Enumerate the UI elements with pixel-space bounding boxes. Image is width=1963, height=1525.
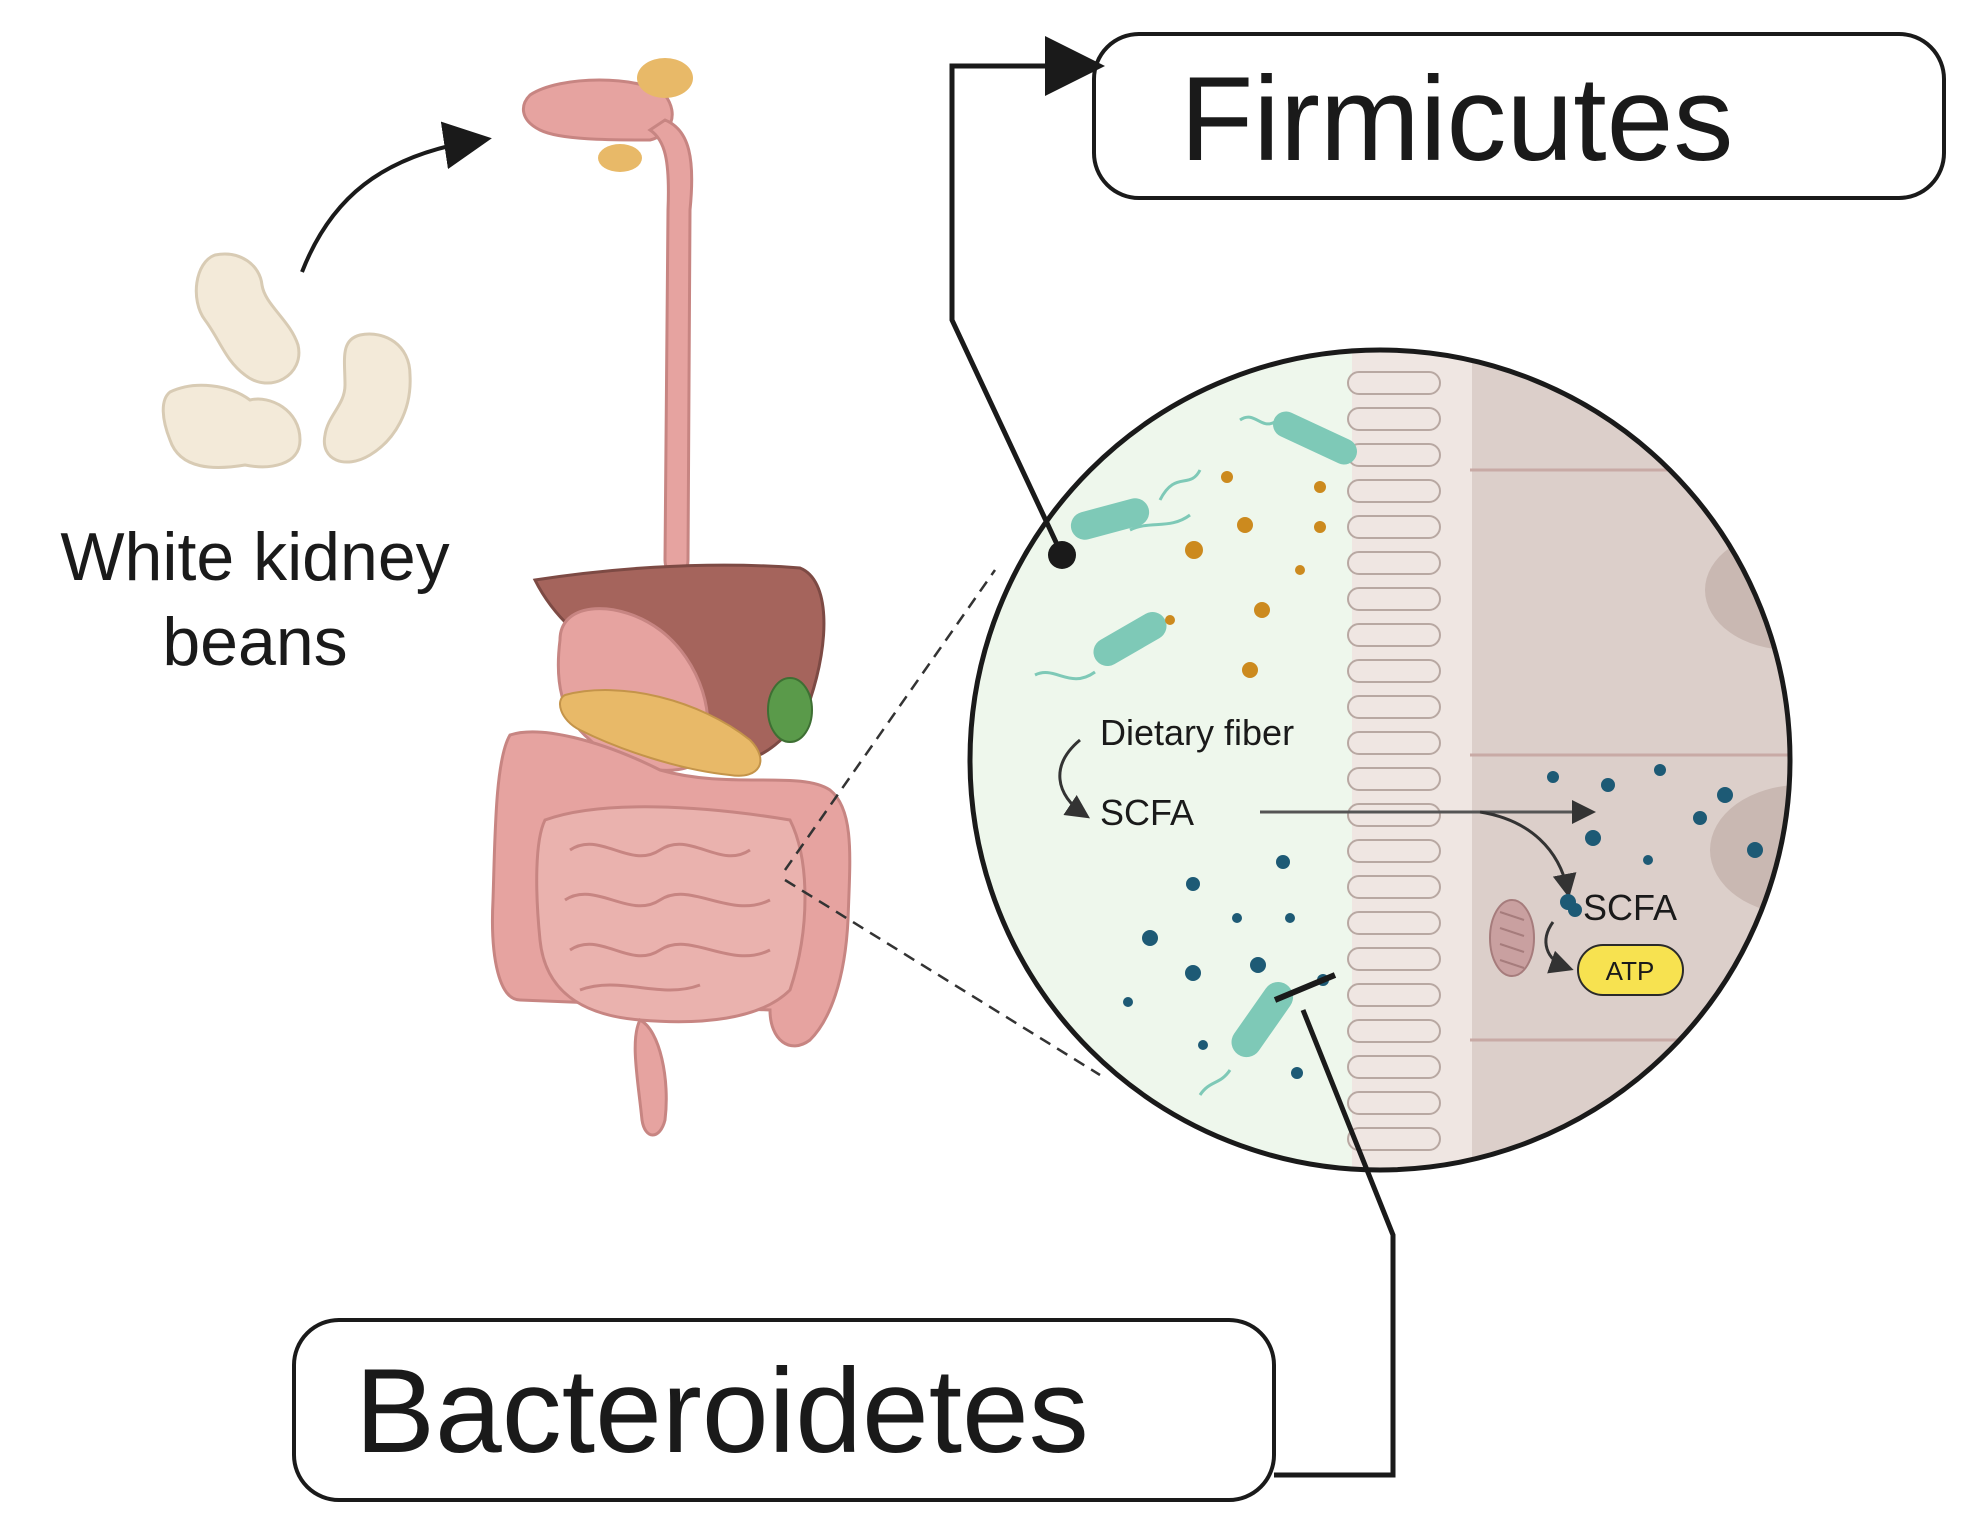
esophagus (647, 118, 694, 577)
bacterium-flagellum (1239, 415, 1276, 426)
scfa-cell-label: SCFA (1583, 887, 1677, 928)
bacterium-flagellum (1158, 469, 1202, 501)
bacterium-rod (1272, 411, 1358, 465)
digestive-system-illustration (491, 58, 852, 1137)
small-intestine-coils (564, 842, 771, 992)
bacteroidetes-label: Bacteroidetes (355, 1344, 1089, 1478)
firmicutes-connector (949, 36, 1105, 557)
bean-2 (161, 383, 302, 469)
beans-label-line2: beans (162, 604, 347, 680)
firmicutes-bacteria (1034, 411, 1358, 681)
bacterium-rod (1093, 612, 1167, 666)
bacterium-rod (1070, 498, 1150, 540)
rectum (633, 1017, 668, 1137)
scfa-to-atp-arrow (1544, 921, 1574, 974)
cell-nucleus-middle (1710, 785, 1790, 915)
bacteroidetes-pointer-bar (1273, 972, 1337, 1003)
beans-label-line1: White kidney (60, 519, 449, 595)
salivary-gland-lower (598, 144, 642, 172)
bean-1 (194, 252, 301, 385)
mitochondrion-icon (1489, 899, 1535, 977)
bacterium-flagellum (1129, 513, 1191, 532)
zoom-line-top (783, 569, 997, 871)
firmicutes-label: Firmicutes (1180, 52, 1733, 186)
bacteroidetes-connector (1274, 1009, 1396, 1478)
microvilli (1347, 371, 1441, 1151)
dietary-fiber-particles (1165, 471, 1326, 678)
bacterium-flagellum (1198, 1069, 1232, 1096)
salivary-gland (637, 58, 693, 98)
beans-to-mouth-arrow (300, 121, 492, 273)
firmicutes-pointer-dot (1048, 541, 1076, 569)
scfa-cell-dot (1560, 894, 1576, 910)
atp-badge (1577, 944, 1684, 996)
scfa-to-cell-arrow (1479, 810, 1577, 898)
gut-lumen-inset: Dietary fiber SCFA SCFA ATP (967, 347, 1793, 1173)
atp-label: ATP (1606, 956, 1655, 986)
bean-3 (322, 332, 412, 464)
bacteroidetes-box (292, 1318, 1276, 1502)
small-intestine (535, 805, 807, 1024)
kidney-beans-illustration (161, 252, 412, 469)
fiber-to-scfa-arrow (1058, 738, 1090, 819)
zoom-line-bottom (784, 878, 1101, 1077)
scfa-particles-lumen (1123, 855, 1329, 1079)
mouth-cavity (521, 78, 674, 142)
pancreas (559, 689, 762, 777)
firmicutes-box (1092, 32, 1946, 200)
bacterium-flagellum (1034, 670, 1096, 681)
gallbladder (767, 677, 813, 743)
scfa-lumen-label: SCFA (1100, 792, 1194, 833)
dietary-fiber-label: Dietary fiber (1100, 712, 1294, 753)
inset-circle-border (967, 347, 1793, 1173)
